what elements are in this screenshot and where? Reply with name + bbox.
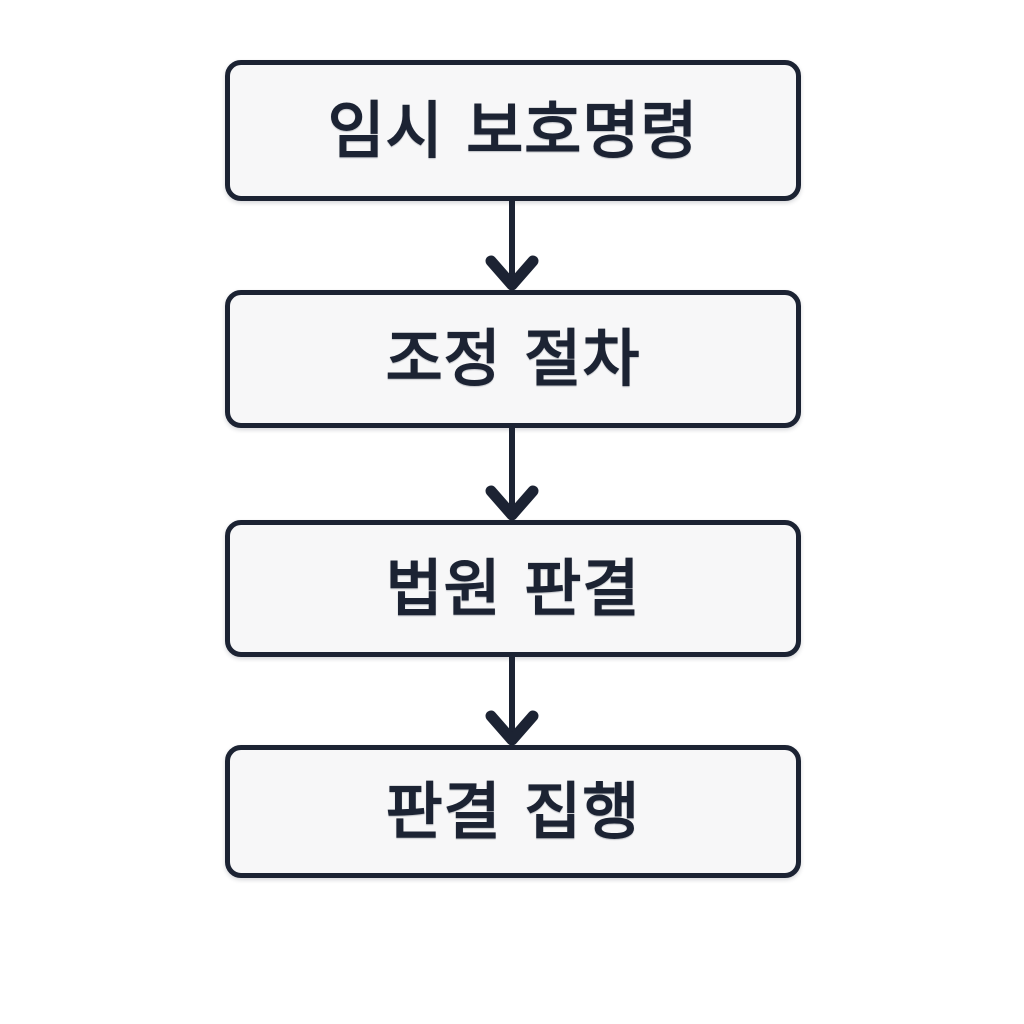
flow-node-label: 법원 판결	[385, 551, 641, 625]
flow-node-label: 임시 보호명령	[327, 93, 699, 167]
flow-node-temporary-protection-order[interactable]: 임시 보호명령	[225, 60, 801, 201]
flow-node-mediation-procedure[interactable]: 조정 절차	[225, 290, 801, 428]
flow-node-label: 조정 절차	[385, 322, 641, 395]
connector-arrow-down-icon	[485, 426, 539, 521]
flow-node-label: 판결 집행	[385, 774, 641, 848]
flow-node-court-judgment[interactable]: 법원 판결	[225, 520, 801, 657]
connector-arrow-down-icon	[485, 655, 539, 746]
connector-arrow-down-icon	[485, 199, 539, 291]
flow-node-judgment-execution[interactable]: 판결 집행	[225, 745, 801, 878]
